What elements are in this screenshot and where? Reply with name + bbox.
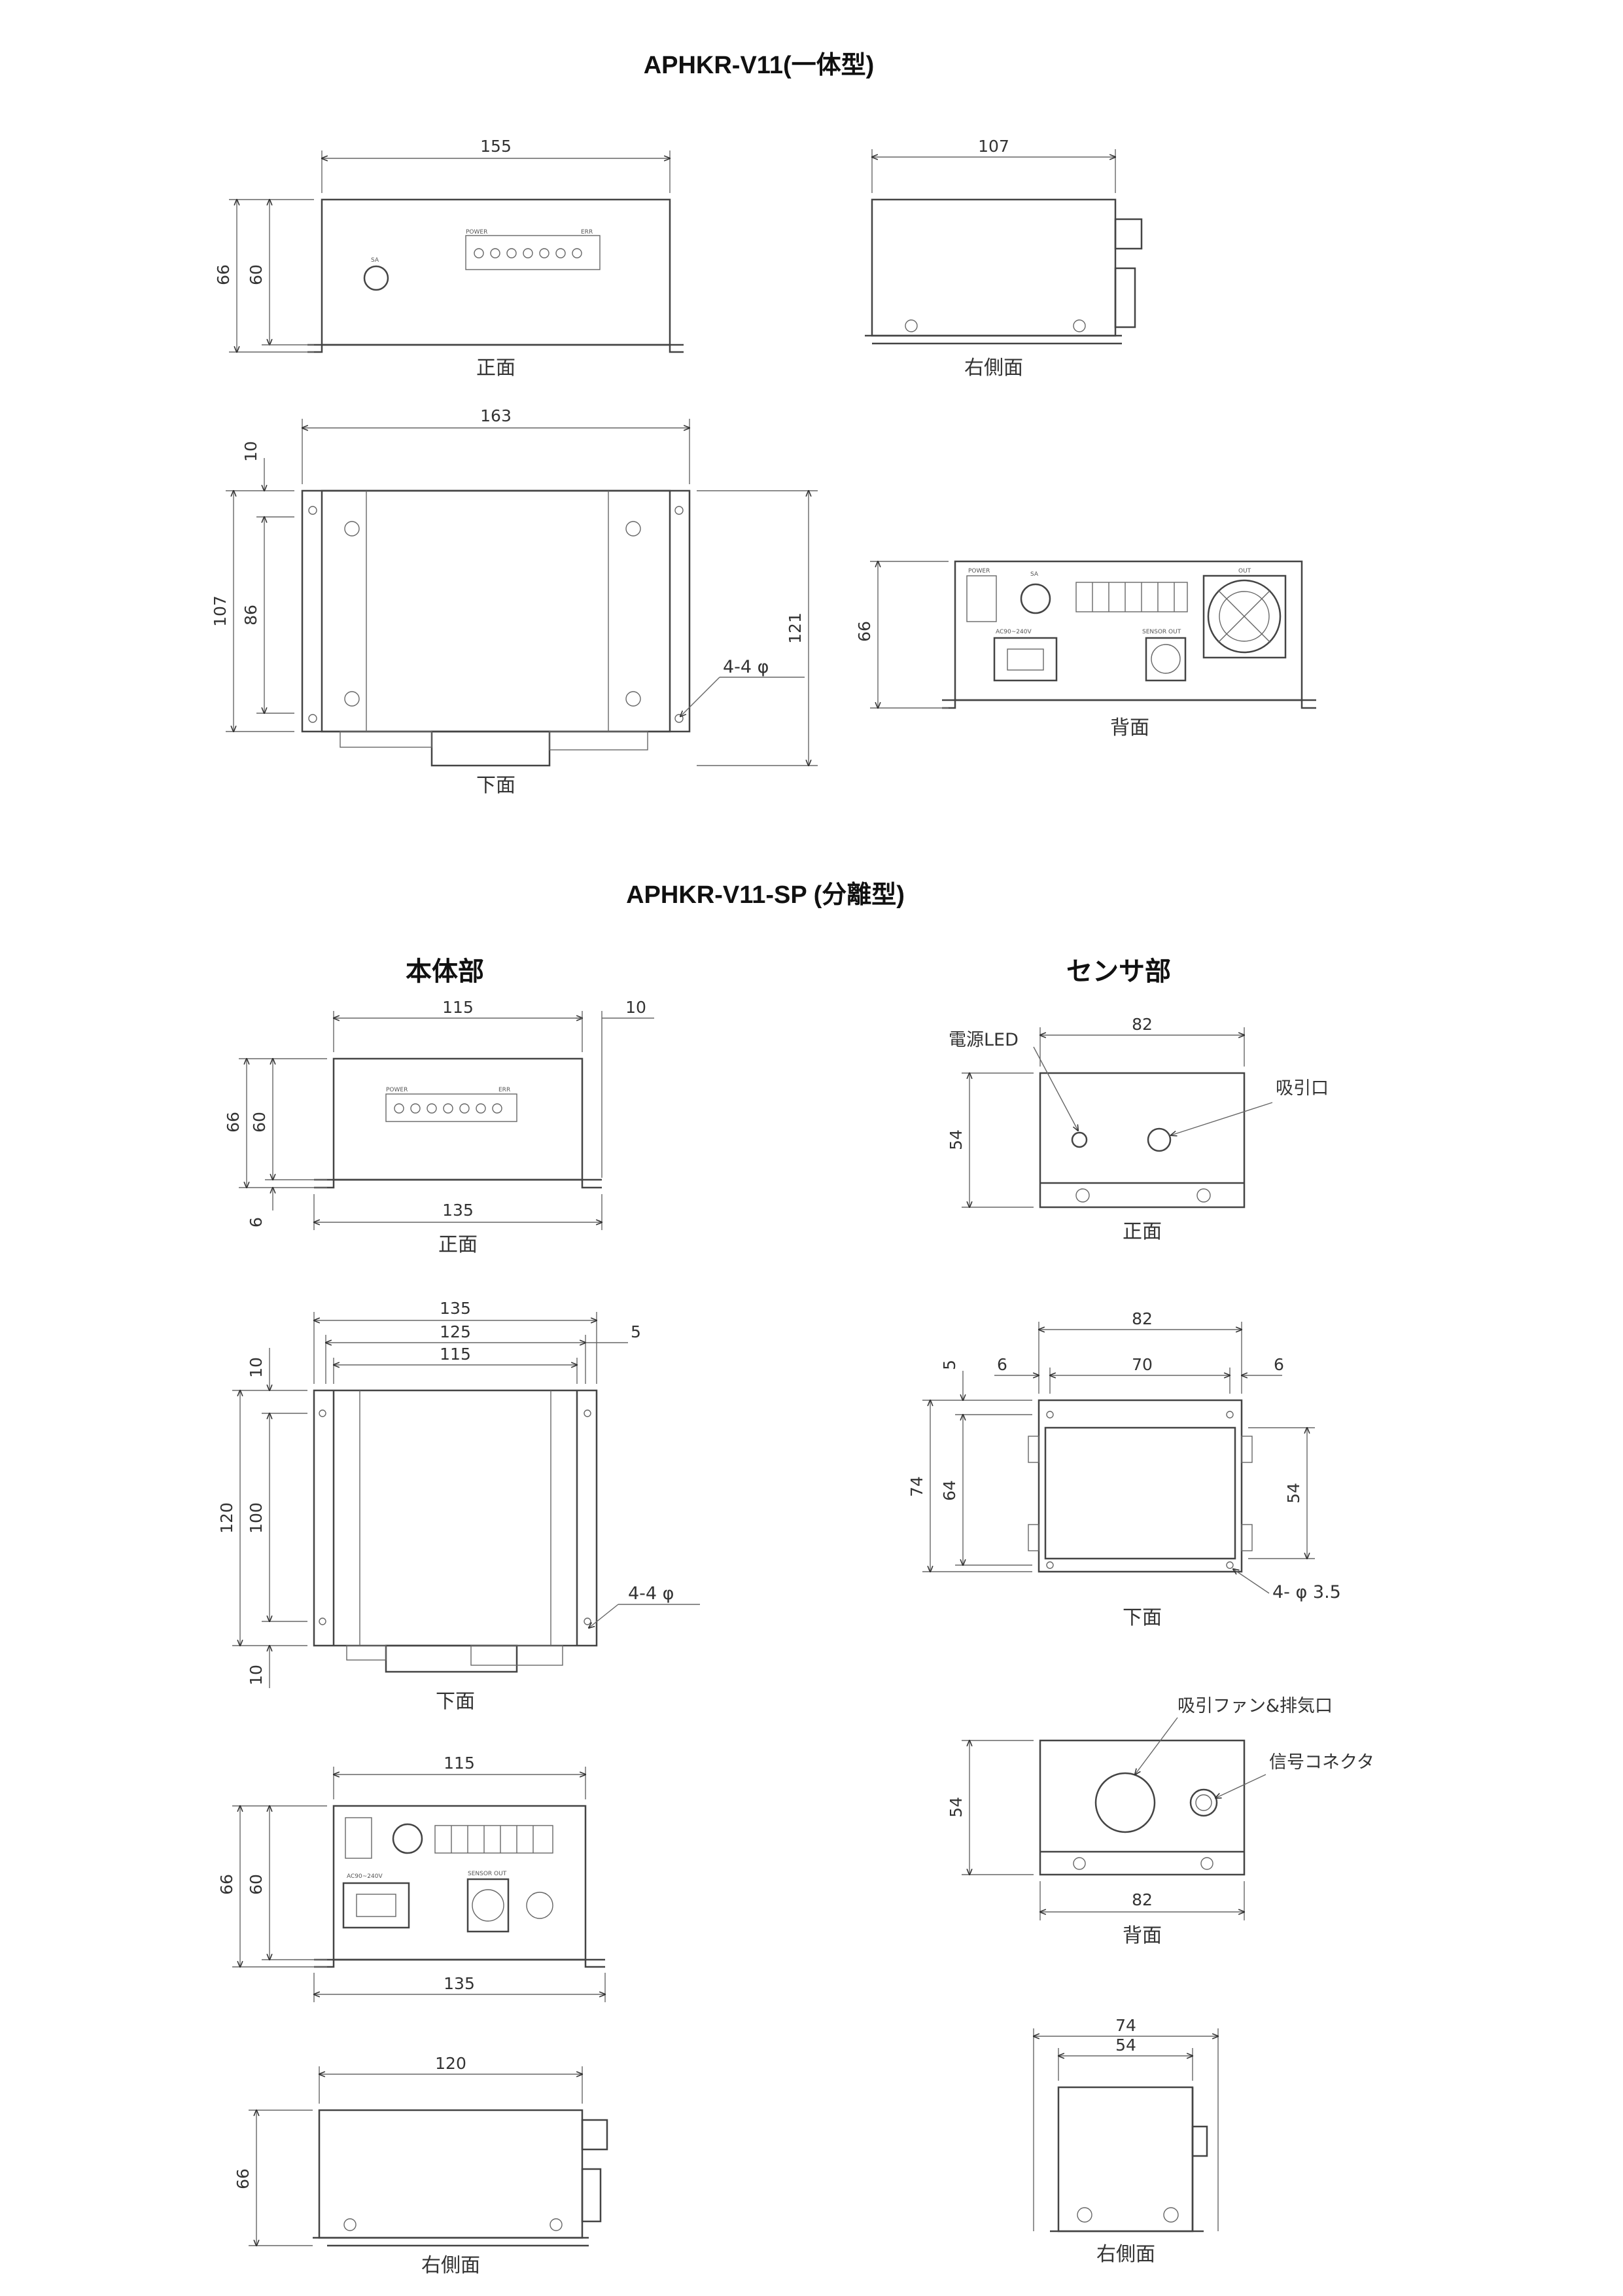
level-led-row bbox=[474, 248, 582, 258]
power-led-circle bbox=[1071, 1131, 1088, 1148]
integrated-back-view: POWER SA AC90~240V SENSOR OUT OUT 66 背面 bbox=[855, 560, 1316, 739]
sensor-bottom-view: 82 70 6 6 5 74 64 54 4- φ 3.5 下面 bbox=[907, 1309, 1341, 1629]
panel-i-sensor-out: SENSOR OUT bbox=[1142, 629, 1181, 635]
view-label-i-bottom: 下面 bbox=[476, 774, 515, 797]
view-label-i-front: 正面 bbox=[476, 357, 515, 380]
sensor-back-view: 54 82 吸引ファン&排気口 信号コネクタ 背面 bbox=[947, 1696, 1374, 1947]
view-label-b-side: 右側面 bbox=[421, 2254, 480, 2277]
dim-i-bottom-10: 10 bbox=[241, 441, 260, 462]
dim-s-front-54: 54 bbox=[947, 1129, 966, 1150]
dim-i-bottom-86: 86 bbox=[241, 605, 260, 626]
dim-b-bottom-125: 125 bbox=[440, 1322, 471, 1341]
sensor-side-view: 74 54 右側面 bbox=[1034, 2016, 1218, 2266]
dim-b-bottom-5: 5 bbox=[631, 1322, 641, 1341]
dim-s-front-82: 82 bbox=[1132, 1015, 1153, 1034]
suction-port-circle-sensor bbox=[1147, 1127, 1172, 1152]
integrated-front-view: POWER ERR SA 155 66 60 正面 bbox=[214, 137, 684, 380]
dim-i-bottom-121: 121 bbox=[786, 612, 805, 644]
dim-b-back-60: 60 bbox=[247, 1874, 266, 1895]
panel-b-power: POWER bbox=[386, 1087, 408, 1093]
dim-b-front-115: 115 bbox=[442, 998, 474, 1017]
dim-b-bottom-135: 135 bbox=[440, 1299, 471, 1318]
dim-s-bottom-74: 74 bbox=[907, 1476, 926, 1497]
view-label-i-side: 右側面 bbox=[964, 357, 1023, 380]
panel-i-out: OUT bbox=[1238, 568, 1251, 574]
dim-s-back-54: 54 bbox=[947, 1797, 966, 1818]
dim-b-back-66: 66 bbox=[217, 1874, 236, 1895]
view-label-s-side: 右側面 bbox=[1096, 2243, 1155, 2266]
panel-b-err: ERR bbox=[498, 1087, 510, 1093]
panel-sa-label: SA bbox=[371, 257, 379, 264]
dim-b-bottom-100: 100 bbox=[247, 1502, 266, 1534]
dim-b-front-66: 66 bbox=[224, 1112, 243, 1133]
dim-b-front-6: 6 bbox=[247, 1217, 266, 1227]
view-label-s-back: 背面 bbox=[1123, 1924, 1162, 1947]
dim-s-side-74: 74 bbox=[1115, 2016, 1136, 2035]
dim-s-side-54: 54 bbox=[1115, 2036, 1136, 2055]
dim-b-bottom-120: 120 bbox=[217, 1502, 236, 1534]
fan-exhaust-circle bbox=[1094, 1772, 1156, 1833]
panel-b-back-sensor-out: SENSOR OUT bbox=[468, 1871, 507, 1877]
title-sensor-part: センサ部 bbox=[1066, 957, 1171, 986]
body-front-view: POWER ERR 115 10 66 60 6 135 正面 bbox=[224, 998, 654, 1256]
dim-b-bottom-115: 115 bbox=[440, 1345, 471, 1364]
title-body-part: 本体部 bbox=[406, 957, 484, 986]
integrated-side-view: 107 右側面 bbox=[865, 137, 1143, 380]
title-integrated: APHKR-V11(一体型) bbox=[644, 52, 875, 79]
note-suction-port: 吸引口 bbox=[1276, 1078, 1329, 1099]
dim-i-bottom-107: 107 bbox=[211, 595, 230, 627]
dim-b-bottom-10a: 10 bbox=[247, 1357, 266, 1378]
signal-connector-circle bbox=[1189, 1788, 1218, 1817]
note-s-holes: 4- φ 3.5 bbox=[1272, 1582, 1341, 1602]
panel-b-back-ac: AC90~240V bbox=[347, 1873, 383, 1880]
body-bottom-view: 135 125 115 5 10 120 100 10 4-4 φ 下面 bbox=[217, 1299, 700, 1713]
dim-s-bottom-54: 54 bbox=[1284, 1483, 1303, 1504]
note-power-led: 電源LED bbox=[949, 1030, 1019, 1050]
dim-i-front-width: 155 bbox=[480, 137, 512, 156]
dim-s-bottom-70: 70 bbox=[1132, 1355, 1153, 1374]
view-label-b-front: 正面 bbox=[438, 1233, 478, 1256]
suction-port-circle bbox=[363, 265, 389, 291]
view-label-s-bottom: 下面 bbox=[1123, 1606, 1162, 1629]
dim-i-side-width: 107 bbox=[978, 137, 1009, 156]
dim-b-back-135: 135 bbox=[444, 1974, 475, 1993]
dim-s-bottom-64: 64 bbox=[940, 1480, 959, 1501]
dim-i-front-60: 60 bbox=[247, 264, 266, 285]
title-separate: APHKR-V11-SP (分離型) bbox=[626, 881, 905, 909]
panel-i-sa: SA bbox=[1030, 571, 1039, 578]
dim-b-side-66: 66 bbox=[234, 2168, 253, 2189]
dim-b-back-115: 115 bbox=[444, 1754, 475, 1773]
integrated-bottom-view: 163 10 107 86 121 4-4 φ 下面 bbox=[211, 406, 818, 797]
dim-b-front-60: 60 bbox=[250, 1112, 269, 1133]
panel-err-label: ERR bbox=[581, 229, 593, 236]
body-back-view: AC90~240V SENSOR OUT 115 66 60 135 bbox=[217, 1754, 605, 2002]
body-side-view: 120 66 右側面 bbox=[234, 2054, 608, 2277]
panel-i-power: POWER bbox=[968, 568, 990, 574]
note-fan-exhaust: 吸引ファン&排気口 bbox=[1178, 1696, 1333, 1716]
dim-b-bottom-10b: 10 bbox=[247, 1665, 266, 1686]
dim-s-bottom-6b: 6 bbox=[1274, 1355, 1284, 1374]
view-label-i-back: 背面 bbox=[1110, 716, 1149, 739]
view-label-b-bottom: 下面 bbox=[436, 1690, 475, 1713]
dim-s-bottom-6a: 6 bbox=[997, 1355, 1007, 1374]
panel-i-ac: AC90~240V bbox=[996, 629, 1032, 635]
dim-b-side-120: 120 bbox=[435, 2054, 466, 2073]
dim-b-front-135: 135 bbox=[442, 1201, 474, 1220]
note-b-holes: 4-4 φ bbox=[628, 1583, 674, 1604]
dim-i-back-66: 66 bbox=[855, 621, 874, 642]
dim-s-bottom-82: 82 bbox=[1132, 1309, 1153, 1328]
dim-i-front-66: 66 bbox=[214, 264, 233, 285]
panel-power-label: POWER bbox=[466, 229, 487, 236]
sensor-front-view: 82 54 電源LED 吸引口 正面 bbox=[947, 1015, 1329, 1243]
dim-i-bottom-163: 163 bbox=[480, 406, 512, 425]
dim-s-back-82: 82 bbox=[1132, 1890, 1153, 1909]
view-label-s-front: 正面 bbox=[1123, 1220, 1162, 1243]
note-i-holes: 4-4 φ bbox=[723, 657, 769, 677]
dim-s-bottom-5: 5 bbox=[940, 1360, 959, 1370]
dim-b-front-10: 10 bbox=[625, 998, 646, 1017]
note-signal-connector: 信号コネクタ bbox=[1269, 1752, 1374, 1773]
